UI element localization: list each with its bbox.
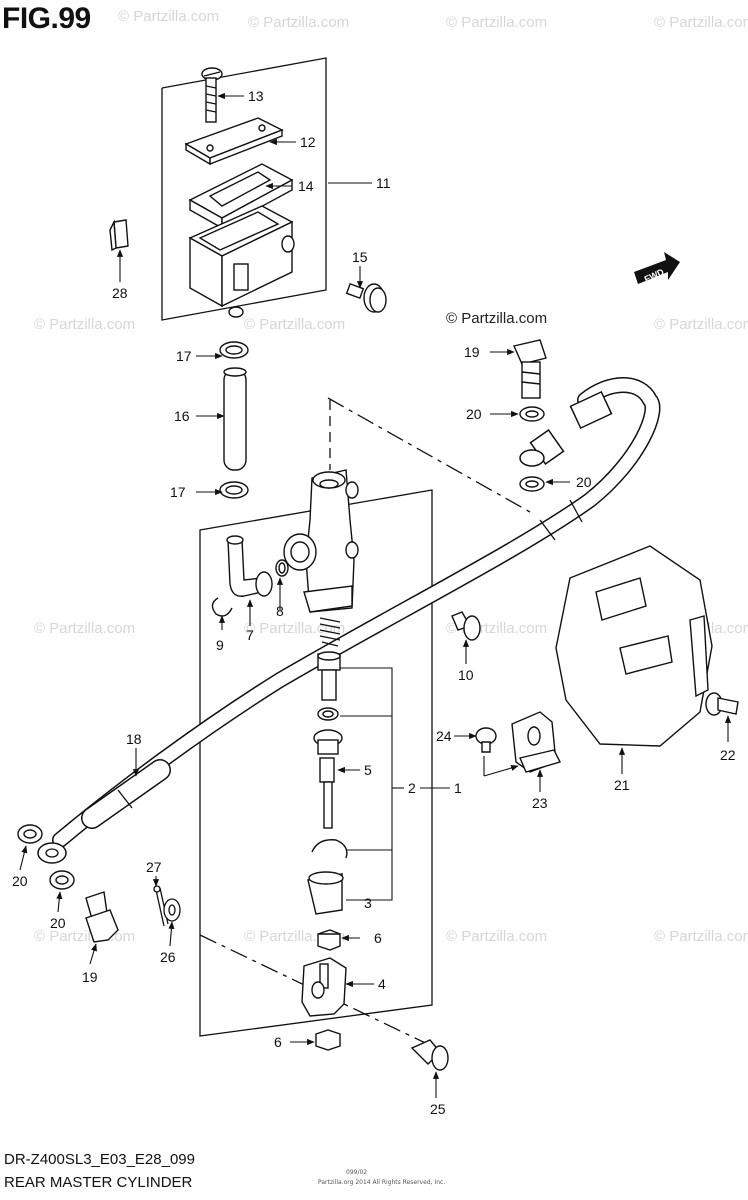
callout-4: 4 — [378, 976, 386, 992]
callout-20-upper: 20 — [466, 406, 482, 422]
callout-21: 21 — [614, 777, 630, 793]
callout-8: 8 — [276, 603, 284, 619]
callout-15: 15 — [352, 249, 368, 265]
callout-14: 14 — [298, 178, 314, 194]
callout-6-upper: 6 — [374, 930, 382, 946]
callout-10: 10 — [458, 667, 474, 683]
callout-6-lower: 6 — [274, 1034, 282, 1050]
reservoir-group-outline — [161, 57, 327, 321]
watermark: © Partzilla.com — [446, 928, 548, 945]
figure-title: FIG.99 — [2, 2, 91, 35]
callout-28: 28 — [112, 285, 128, 301]
callout-20-mid: 20 — [576, 474, 592, 490]
lower-union-bolt — [17, 824, 119, 943]
callout-16: 16 — [174, 408, 190, 424]
watermark: © Partzilla.com — [248, 14, 350, 31]
pin-washer — [153, 885, 181, 927]
callout-22: 22 — [720, 747, 736, 763]
brand-mark: © Partzilla.com — [446, 310, 548, 327]
brake-hose — [37, 377, 661, 864]
callout-11: 11 — [376, 175, 391, 191]
forward-arrow-icon — [634, 252, 680, 284]
upper-union-bolt — [513, 339, 547, 492]
watermark: © Partzilla.com — [118, 8, 220, 25]
callout-27: 27 — [146, 859, 162, 875]
figure-code: 099/02 — [346, 1169, 368, 1176]
inlet-fitting — [211, 535, 289, 617]
watermark: © Partzilla.com — [244, 620, 346, 637]
master-cylinder-guard — [451, 545, 739, 773]
watermark: © Partzilla.com — [654, 316, 748, 333]
watermark: © Partzilla.com — [446, 14, 548, 31]
fine-print: Partzilla.org 2014 All Rights Reserved, … — [318, 1179, 446, 1186]
callout-23: 23 — [532, 795, 548, 811]
watermark: © Partzilla.com — [34, 620, 136, 637]
callout-19-lower: 19 — [82, 969, 98, 985]
watermark: © Partzilla.com — [34, 316, 136, 333]
callout-20-left: 20 — [12, 873, 28, 889]
cylinder-internals — [301, 617, 449, 1071]
callout-18: 18 — [126, 731, 142, 747]
watermark: © Partzilla.com — [654, 928, 748, 945]
callout-26: 26 — [160, 949, 176, 965]
callout-5: 5 — [364, 762, 372, 778]
callout-13: 13 — [248, 88, 264, 104]
callout-20-bottom: 20 — [50, 915, 66, 931]
cylinder-group-outline — [199, 489, 433, 1037]
callout-9: 9 — [216, 637, 224, 653]
callout-12: 12 — [300, 134, 316, 150]
callout-7: 7 — [246, 627, 254, 643]
callout-3: 3 — [364, 895, 372, 911]
callout-19-upper: 19 — [464, 344, 480, 360]
callout-2: 2 — [408, 780, 416, 796]
reservoir-hose — [219, 341, 249, 499]
watermark: © Partzilla.com — [654, 14, 748, 31]
model-code: DR-Z400SL3_E03_E28_099 — [4, 1151, 195, 1168]
reservoir-parts — [109, 67, 387, 318]
callout-17-lower: 17 — [170, 484, 186, 500]
master-cylinder-body — [283, 469, 359, 613]
callout-17-upper: 17 — [176, 348, 192, 364]
callout-25: 25 — [430, 1101, 446, 1117]
callout-1: 1 — [454, 780, 462, 796]
callout-24: 24 — [436, 728, 452, 744]
figure-name: REAR MASTER CYLINDER — [4, 1174, 193, 1191]
watermark: © Partzilla.com — [244, 316, 346, 333]
